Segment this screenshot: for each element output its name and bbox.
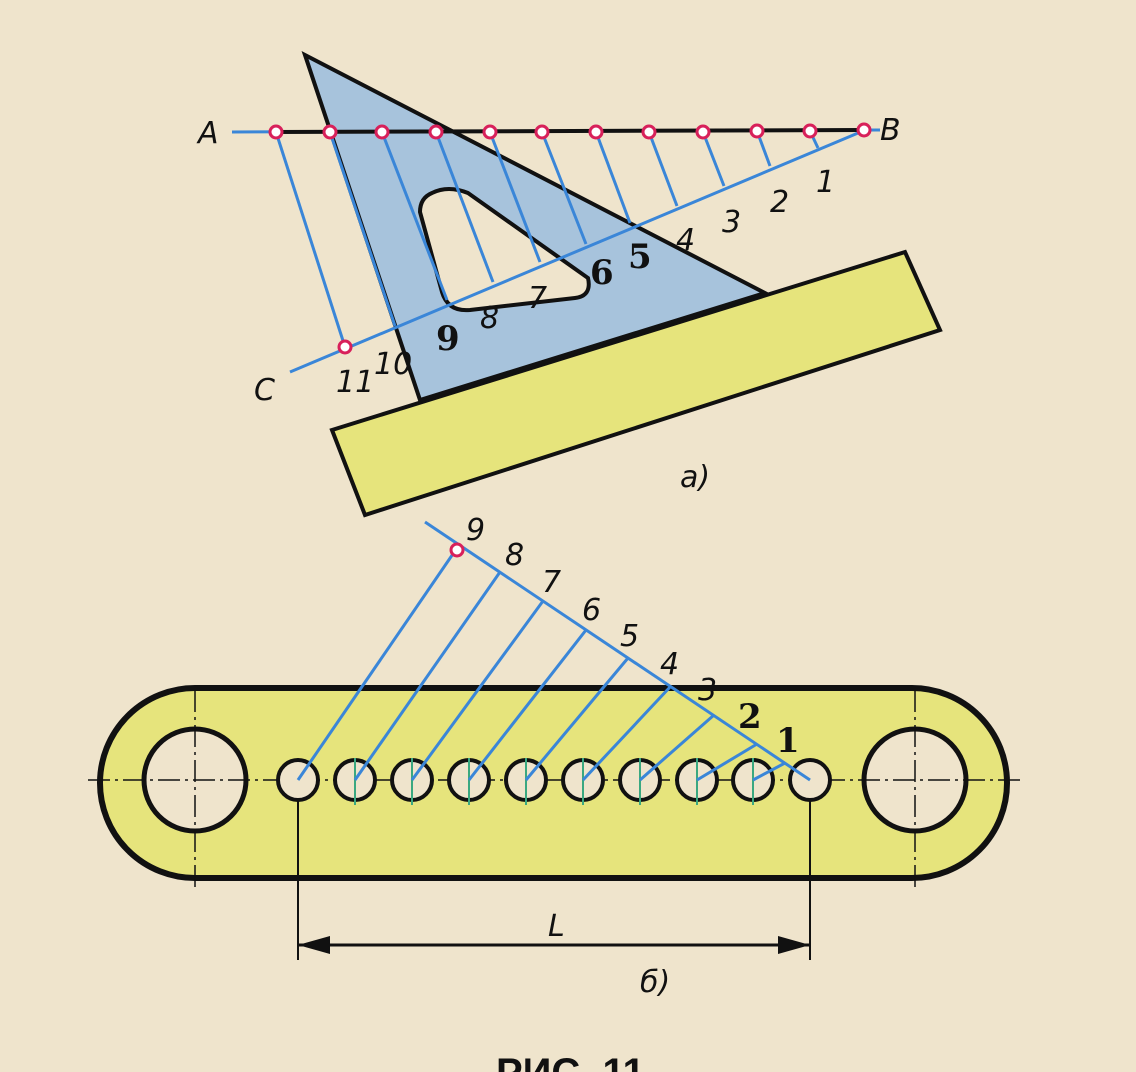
- dimension-arrow-right: [778, 936, 810, 954]
- division-label-b-7: 7: [542, 565, 561, 600]
- division-label-b-2: 2: [738, 697, 762, 737]
- division-label-b-5: 5: [620, 619, 639, 654]
- extension-lines: [297, 780, 811, 960]
- division-label-a-1: 1: [816, 165, 835, 200]
- start-marker-b: [449, 542, 465, 558]
- division-label-b-1: 1: [776, 721, 800, 761]
- division-label-a-2: 2: [770, 185, 789, 220]
- figure-a: A B C 1 2 3 4 5 6 7 8 9 10 11 a): [196, 50, 943, 518]
- division-label-a-7: 7: [528, 281, 547, 316]
- division-label-b-4: 4: [660, 647, 679, 682]
- caption-b: б): [640, 965, 670, 1000]
- label-point-c: C: [254, 373, 275, 408]
- division-markers-ab: [268, 122, 872, 355]
- division-label-a-9: 9: [436, 319, 460, 359]
- figure-number: РИС. 11: [496, 1051, 645, 1072]
- division-label-a-8: 8: [480, 301, 499, 336]
- division-label-a-4: 4: [676, 223, 695, 258]
- division-label-b-3: 3: [698, 673, 717, 708]
- center-lines: [88, 690, 1022, 890]
- division-label-b-6: 6: [582, 593, 601, 628]
- auxiliary-line-b: [424, 520, 811, 782]
- projection-lines-b: [296, 547, 786, 782]
- division-label-a-10: 10: [374, 347, 412, 382]
- figure-b: L: [88, 513, 1022, 1000]
- dimension-label-l: L: [548, 909, 565, 944]
- division-label-a-3: 3: [722, 205, 741, 240]
- auxiliary-line-c: [289, 126, 871, 374]
- dimension-arrow-left: [298, 936, 330, 954]
- hole-center-ticks: [354, 758, 754, 805]
- division-label-b-9: 9: [466, 513, 485, 548]
- label-point-a: A: [196, 116, 219, 151]
- division-label-a-5: 5: [628, 237, 652, 277]
- division-label-b-8: 8: [505, 538, 524, 573]
- caption-a: a): [680, 460, 710, 495]
- label-point-b: B: [880, 113, 901, 148]
- segment-ab-ink: [275, 128, 865, 134]
- division-label-a-11: 11: [336, 365, 374, 400]
- division-label-a-6: 6: [590, 253, 614, 293]
- ruler: [329, 249, 943, 518]
